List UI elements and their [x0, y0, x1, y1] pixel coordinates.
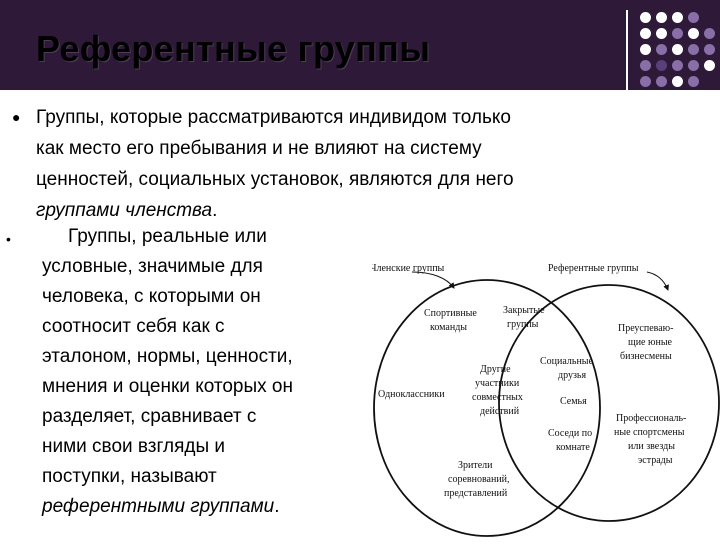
term-membership-groups: группами членства: [36, 200, 213, 221]
text-line: соотносит себя как с: [42, 316, 225, 337]
item-other-participants: совместных: [472, 392, 523, 403]
text-line: разделяет, сравнивает с: [42, 406, 257, 427]
bullet-membership-groups: ● Группы, которые рассматриваются индиви…: [12, 102, 642, 226]
item-family: Семья: [560, 396, 587, 407]
item-spectators: соревнований,: [448, 474, 510, 485]
bullet-marker: •: [6, 231, 11, 247]
header-band: [0, 0, 720, 90]
arrow-right: [646, 271, 669, 291]
decor-dot-grid: [640, 12, 716, 112]
page-title: Референтные группы: [36, 28, 431, 69]
text-line: группами членства.: [36, 195, 642, 226]
bullet-reference-groups: • Группы, реальные или условные, значимы…: [0, 222, 365, 522]
item-pro-athletes: или звезды: [628, 441, 675, 452]
item-other-participants: Другие: [480, 364, 511, 375]
arrow-left: [411, 271, 455, 289]
item-roommates: комнате: [556, 442, 590, 453]
item-young-businessmen: бизнесмены: [620, 351, 672, 362]
text-line: ценностей, социальных установок, являютс…: [36, 169, 514, 190]
item-sport-teams: Спортивные: [424, 308, 477, 319]
item-pro-athletes: Профессиональ-: [616, 413, 686, 424]
item-other-participants: участники: [475, 378, 520, 389]
term-reference-groups: референтными группами: [42, 496, 275, 517]
item-spectators: Зрители: [458, 460, 493, 471]
reference-ellipse: [498, 284, 720, 522]
item-classmates: Одноклассники: [378, 389, 445, 400]
item-social-friends: друзья: [558, 370, 586, 381]
text-line: человека, с которыми он: [42, 286, 261, 307]
item-young-businessmen: Преуспеваю-: [618, 323, 673, 334]
item-roommates: Соседи по: [548, 428, 592, 439]
item-closed-groups: группы: [507, 319, 539, 330]
text-line: Группы, которые рассматриваются индивидо…: [36, 107, 511, 128]
label-reference-groups: Референтные группы: [548, 263, 639, 274]
decor-vertical-line: [626, 10, 628, 120]
text-line: референтными группами.: [42, 492, 365, 522]
item-spectators: представлений: [444, 488, 508, 499]
venn-diagram: Членские группы Референтные группы Спорт…: [370, 258, 720, 540]
item-pro-athletes: эстрады: [638, 455, 673, 466]
text-line: эталоном, нормы, ценности,: [42, 346, 293, 367]
membership-ellipse: [373, 279, 601, 537]
text-line: поступки, называют: [42, 466, 217, 487]
item-pro-athletes: ные спортсмены: [614, 427, 685, 438]
item-young-businessmen: щие юные: [628, 337, 673, 348]
text-line: Группы, реальные или: [68, 226, 267, 247]
item-social-friends: Социальные: [540, 356, 594, 367]
text-line: мнения и оценки которых он: [42, 376, 293, 397]
item-other-participants: действий: [480, 406, 520, 417]
bullet-marker: ●: [12, 109, 21, 125]
text-line: ними свои взгляды и: [42, 436, 226, 457]
period: .: [212, 200, 218, 221]
label-membership-groups: Членские группы: [372, 263, 445, 274]
period: .: [274, 496, 280, 517]
text-line: условные, значимые для: [42, 256, 263, 277]
item-sport-teams: команды: [430, 322, 467, 333]
item-closed-groups: Закрытые: [503, 305, 545, 316]
text-line: как место его пребывания и не влияют на …: [36, 138, 482, 159]
